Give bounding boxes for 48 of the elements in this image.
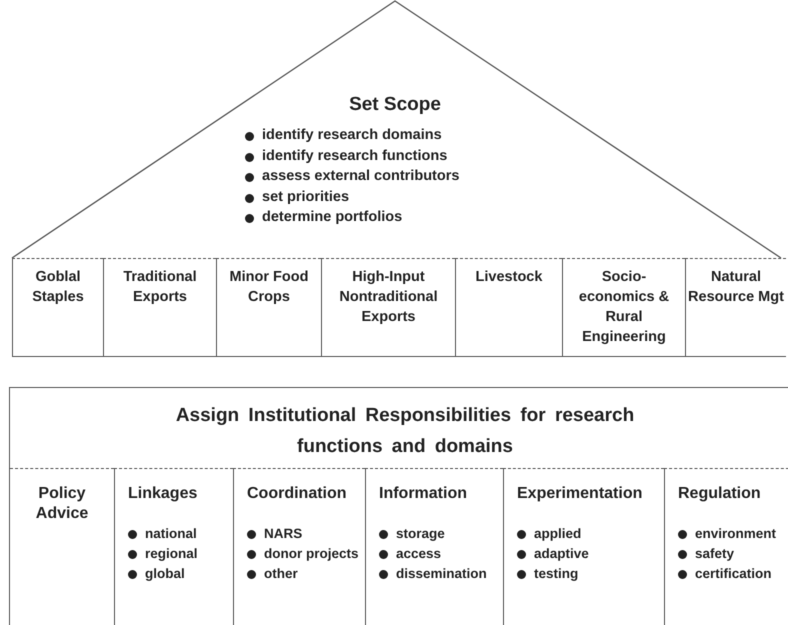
column-heading: Goblal Staples	[32, 269, 84, 305]
bullet-text: set priorities	[262, 188, 350, 206]
domain-column	[12, 258, 103, 357]
panel-heading: Assign Institutional Responsibilities for research functions and domains	[174, 404, 636, 459]
column-heading: Linkages	[128, 484, 198, 504]
column-heading: Minor Food Crops	[230, 269, 308, 305]
function-column	[503, 468, 664, 625]
function-column	[114, 468, 233, 625]
column-heading: Experimentation	[517, 484, 644, 504]
domain-column	[455, 258, 562, 357]
bullet-text: storage	[396, 525, 445, 543]
bullet-text: NARS	[264, 525, 302, 543]
domain-column	[216, 258, 321, 357]
domain-column	[321, 258, 455, 357]
domain-column	[685, 258, 786, 357]
bullet-text: other	[264, 565, 298, 583]
bullet-text: identify research functions	[262, 146, 448, 166]
column-heading: Natural Resource Mgt	[688, 269, 784, 305]
domain-column	[562, 258, 685, 357]
function-column	[233, 468, 365, 625]
bullet-text: adaptive	[534, 545, 589, 563]
bullet-text: assess external contributors	[262, 167, 460, 186]
bullet-text: applied	[534, 525, 582, 543]
domain-column	[103, 258, 216, 357]
column-heading: Traditional Exports	[123, 269, 197, 305]
bullet-text: dissemination	[396, 565, 487, 583]
bullet-text: certification	[695, 565, 772, 583]
column-heading: Regulation	[678, 484, 762, 504]
bullet-text: identify research domains	[262, 126, 442, 145]
bullet-text: testing	[534, 565, 578, 583]
column-heading: Livestock	[476, 269, 542, 285]
bullet-text: regional	[145, 545, 198, 563]
bullet-text: national	[145, 525, 197, 543]
function-column	[365, 468, 503, 625]
bullet-text: environment	[695, 525, 776, 543]
bullet-text: donor projects	[264, 545, 359, 563]
bullet-text: determine portfolios	[262, 208, 402, 227]
function-column	[664, 468, 788, 625]
column-heading: Socio- economics & Rural Engineering	[578, 269, 670, 345]
bullet-text: access	[396, 545, 442, 563]
column-heading: Coordination	[247, 484, 348, 504]
bullet-text: safety	[695, 545, 734, 563]
column-heading: High-Input Nontraditional Exports	[339, 269, 438, 325]
responsibilities-panel	[9, 387, 788, 625]
column-heading: Policy Advice	[34, 484, 90, 524]
bullet-text: global	[145, 565, 185, 583]
column-heading: Information	[379, 484, 468, 504]
roof-heading: Set Scope	[348, 93, 442, 117]
